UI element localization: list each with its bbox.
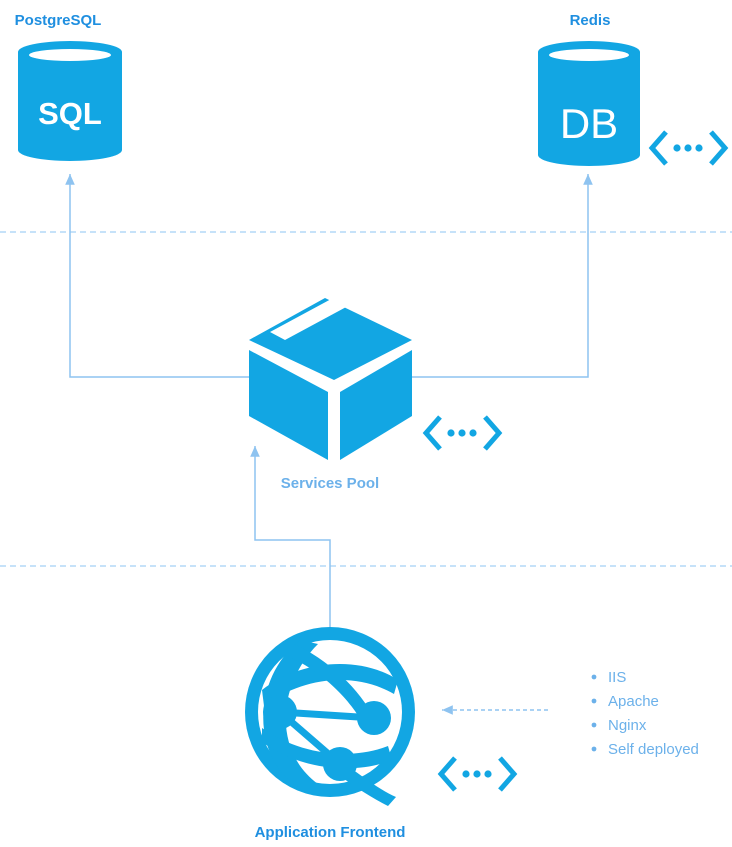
api-endpoint-icon bbox=[437, 756, 518, 792]
bullet-icon bbox=[591, 698, 597, 704]
services-pool-label: Services Pool bbox=[281, 475, 379, 492]
node-redis[interactable]: Redis DB bbox=[538, 12, 729, 166]
node-application-frontend[interactable]: Application Frontend bbox=[245, 627, 518, 841]
sql-icon-text: SQL bbox=[38, 96, 102, 131]
redis-label: Redis bbox=[570, 12, 611, 29]
database-sql-icon: SQL bbox=[18, 41, 122, 161]
globe-network-icon bbox=[245, 627, 415, 806]
box-icon bbox=[249, 291, 412, 460]
api-endpoint-icon bbox=[648, 130, 729, 166]
node-services-pool[interactable]: Services Pool bbox=[249, 291, 503, 492]
server-option-apache: Apache bbox=[608, 693, 659, 710]
server-option-iis: IIS bbox=[608, 669, 626, 686]
application-frontend-label: Application Frontend bbox=[255, 824, 406, 841]
api-endpoint-icon bbox=[422, 415, 503, 451]
postgresql-label: PostgreSQL bbox=[15, 12, 102, 29]
node-postgresql[interactable]: PostgreSQL SQL bbox=[15, 12, 122, 161]
connector-services-to-postgresql bbox=[65, 174, 250, 378]
db-icon-text: DB bbox=[560, 100, 618, 147]
connector-frontend-to-services bbox=[250, 446, 331, 628]
server-options-list: IIS Apache Nginx Self deployed bbox=[591, 669, 699, 758]
bullet-icon bbox=[591, 746, 597, 752]
bullet-icon bbox=[591, 722, 597, 728]
bullet-icon bbox=[591, 674, 597, 680]
server-option-self-deployed: Self deployed bbox=[608, 741, 699, 758]
server-option-nginx: Nginx bbox=[608, 717, 647, 734]
database-icon: DB bbox=[538, 41, 640, 166]
connector-services-to-redis bbox=[410, 174, 593, 378]
